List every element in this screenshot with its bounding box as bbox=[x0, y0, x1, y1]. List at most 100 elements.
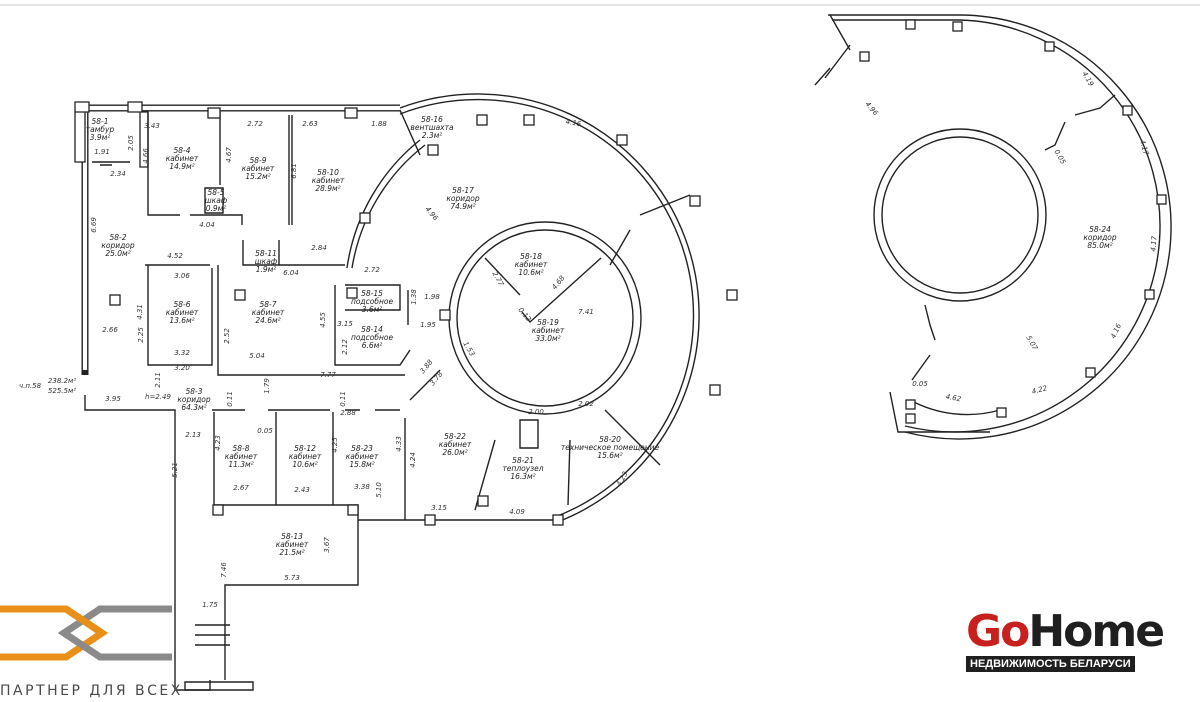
room-name: коридор bbox=[101, 241, 135, 250]
dimension-label: 3.15 bbox=[431, 504, 447, 512]
room-name: техническое помещение bbox=[561, 443, 660, 452]
dimension-label: 5.07 bbox=[1024, 334, 1039, 352]
dimension-label: 1.79 bbox=[263, 378, 271, 394]
room-name: коридор bbox=[1083, 233, 1117, 242]
room-id: 58-11 bbox=[255, 249, 277, 258]
dimension-label: 0.11 bbox=[339, 391, 347, 407]
dimension-label: 2.13 bbox=[185, 431, 201, 439]
dimension-label: 4.68 bbox=[550, 274, 566, 292]
room-area: 25.0м² bbox=[105, 249, 130, 258]
room-area: 2.3м² bbox=[422, 131, 443, 140]
room-id: 58-14 bbox=[361, 325, 383, 334]
room-area: 26.0м² bbox=[442, 448, 467, 457]
room-area: 28.9м² bbox=[315, 184, 340, 193]
room-name: кабинет bbox=[252, 308, 285, 317]
dimension-label: 3.32 bbox=[174, 349, 190, 357]
dimension-label: 4.25 bbox=[331, 437, 339, 453]
unit-area-2: 525.5м² bbox=[48, 387, 76, 395]
dimension-label: 2.72 bbox=[247, 120, 263, 128]
dimension-label: 1.91 bbox=[94, 148, 110, 156]
room-id: 58-13 bbox=[281, 532, 303, 541]
dimension-label: 4.16 bbox=[565, 118, 582, 129]
room-id: 58-15 bbox=[361, 289, 383, 298]
room-name: теплоузел bbox=[502, 464, 543, 473]
dimension-label: 3.67 bbox=[323, 537, 331, 553]
room-id: 58-3 bbox=[185, 387, 202, 396]
dimension-label: 3.43 bbox=[144, 122, 160, 130]
room-id: 58-20 bbox=[599, 435, 621, 444]
room-id: 58-17 bbox=[452, 186, 474, 195]
room-name: кабинет bbox=[166, 154, 199, 163]
room-id: 58-2 bbox=[109, 233, 126, 242]
dimension-label: 5.04 bbox=[249, 352, 265, 360]
room-area: 13.6м² bbox=[169, 316, 194, 325]
room-id: 58-6 bbox=[173, 300, 190, 309]
dimension-label: 7.41 bbox=[578, 308, 594, 316]
room-id: 58-7 bbox=[259, 300, 276, 309]
dimension-label: 7.46 bbox=[220, 562, 228, 578]
left-plan-walls bbox=[74, 93, 700, 691]
dimension-label: 2.34 bbox=[110, 170, 126, 178]
room-id: 58-16 bbox=[421, 115, 443, 124]
unit-number: ч.п.58 bbox=[19, 382, 42, 390]
dimension-label: 2.02 bbox=[578, 400, 594, 408]
dimension-label: 4.24 bbox=[409, 452, 417, 468]
room-id: 58-10 bbox=[317, 168, 339, 177]
dimension-label: 3.20 bbox=[174, 364, 190, 372]
unit-summary: ч.п.58 238.2м² 525.5м² bbox=[19, 377, 76, 395]
dimension-label: 1.88 bbox=[371, 120, 387, 128]
dimension-label: 0.05 bbox=[1052, 148, 1067, 166]
dimension-label: 4.62 bbox=[945, 393, 962, 404]
dimension-label: 3.15 bbox=[337, 320, 353, 328]
gohome-logo: GoHome НЕДВИЖИМОСТЬ БЕЛАРУСИ bbox=[966, 610, 1165, 672]
room-area: 24.6м² bbox=[255, 316, 280, 325]
dimension-label: 4.09 bbox=[509, 508, 525, 516]
dimension-label: 7.77 bbox=[320, 371, 336, 379]
room-area: 21.5м² bbox=[279, 548, 304, 557]
dimension-label: 4.33 bbox=[395, 436, 403, 452]
room-id: 58-21 bbox=[512, 456, 534, 465]
dimension-label: 2.05 bbox=[127, 135, 135, 151]
dimension-label: 2.25 bbox=[137, 327, 145, 343]
room-id: 58-24 bbox=[1089, 225, 1111, 234]
room-id: 58-1 bbox=[91, 117, 108, 126]
dimension-label: 4.04 bbox=[199, 221, 215, 229]
room-name: кабинет bbox=[532, 326, 565, 335]
dimension-label: 1.38 bbox=[410, 289, 418, 305]
gohome-go: Go bbox=[966, 606, 1030, 657]
room-name: кабинет bbox=[242, 164, 275, 173]
dimension-label: 4.23 bbox=[214, 435, 222, 451]
room-area: 85.0м² bbox=[1087, 241, 1112, 250]
dimension-label: 4.16 bbox=[1109, 322, 1123, 340]
room-area: 33.0м² bbox=[535, 334, 560, 343]
dimension-label: 4.17 bbox=[1149, 235, 1158, 252]
room-name: кабинет bbox=[276, 540, 309, 549]
room-name: коридор bbox=[177, 395, 211, 404]
room-name: кабинет bbox=[515, 260, 548, 269]
dimension-label: 0.11 bbox=[226, 391, 234, 407]
room-name: кабинет bbox=[312, 176, 345, 185]
room-area: 15.6м² bbox=[597, 451, 622, 460]
dimension-label: h=2.49 bbox=[145, 393, 171, 401]
room-area: 3.6м² bbox=[362, 305, 383, 314]
dimension-label: 3.38 bbox=[354, 483, 370, 491]
room-id: 58-22 bbox=[444, 432, 466, 441]
dimension-label: 5.73 bbox=[284, 574, 300, 582]
dimension-label: 4.17 bbox=[1138, 139, 1150, 157]
